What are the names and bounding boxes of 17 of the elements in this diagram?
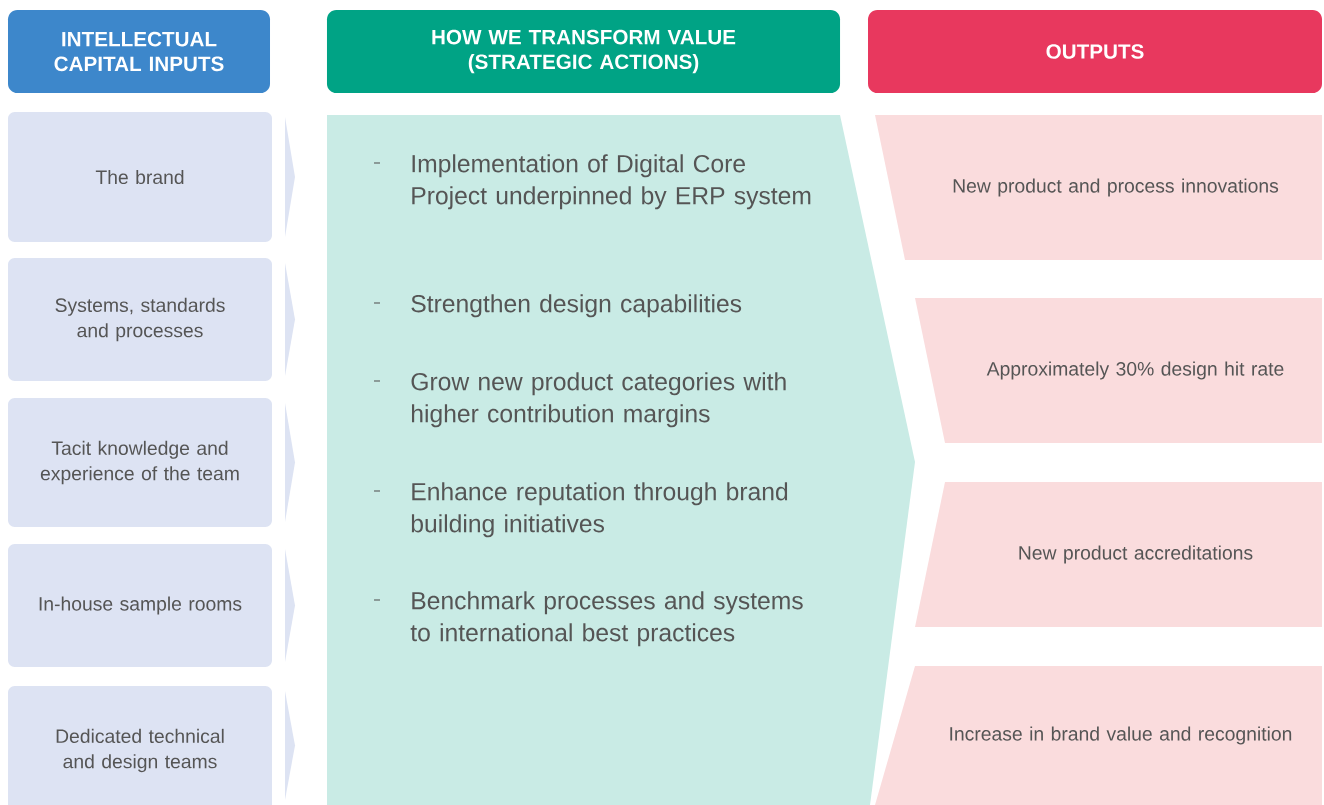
bullet-item: Strengthen design capabilities xyxy=(373,294,742,318)
output-box: New product accreditations xyxy=(915,482,1322,627)
output-box: Approximately 30% design hit rate xyxy=(915,298,1322,443)
output-box: Increase in brand value and recognition xyxy=(875,666,1322,805)
bullet-item: Implementation of Digital Core Project underpinned by ERP system xyxy=(373,154,811,210)
output-box: New product and process innovations xyxy=(875,115,1322,260)
column-header: OUTPUTS xyxy=(868,10,1322,93)
input-box: The brand xyxy=(8,112,272,242)
input-box: In-house sample rooms xyxy=(8,544,272,667)
bullet-item: Grow new product categories with higher contribution margins xyxy=(373,372,786,428)
column-header: HOW WE TRANSFORM VALUE (STRATEGIC ACTIONS) xyxy=(327,10,841,93)
input-box: Systems, standards and processes xyxy=(8,258,272,381)
input-box: Dedicated technical and design teams xyxy=(8,685,272,805)
bullet-item: Benchmark processes and systems to international best practices xyxy=(373,591,803,647)
bullet-item: Enhance reputation through brand building initiatives xyxy=(373,482,788,538)
input-box: Tacit knowledge and experience of the team xyxy=(8,397,272,528)
column-header: INTELLECTUAL CAPITAL INPUTS xyxy=(8,10,270,93)
